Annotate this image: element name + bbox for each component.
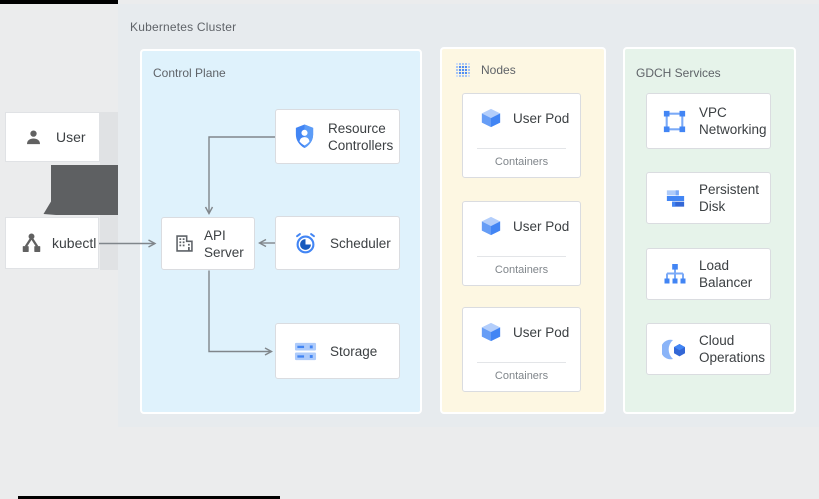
user-box: User <box>5 112 100 162</box>
user-pod-label: User Pod <box>513 110 570 126</box>
persistent-disk-label: Persistent Disk <box>699 182 760 214</box>
scheduler-label: Scheduler <box>330 235 391 251</box>
cloud-operations-label: Cloud Operations <box>699 333 766 365</box>
resource-controllers-label: Resource Controllers <box>328 120 394 153</box>
kubectl-label: kubectl <box>52 235 97 251</box>
pod-cube-icon <box>480 215 502 237</box>
cloud-operations-icon <box>662 337 688 362</box>
api-server-label: API Server <box>204 227 244 260</box>
storage-box: Storage <box>275 323 400 379</box>
clock-icon <box>293 231 318 256</box>
kubectl-topology-icon <box>21 231 42 255</box>
top-left-black-bar <box>0 0 118 4</box>
nodes-grid-icon <box>454 61 472 79</box>
resource-controllers-box: Resource Controllers <box>275 109 400 164</box>
containers-label: Containers <box>494 370 549 382</box>
persistent-disk-box: Persistent Disk <box>646 172 771 224</box>
pod-cube-icon <box>480 107 502 129</box>
user-pod-label: User Pod <box>513 218 570 234</box>
cloud-operations-box: Cloud Operations <box>646 323 771 375</box>
divider <box>477 148 566 149</box>
vpc-networking-box: VPC Networking <box>646 93 771 149</box>
divider <box>477 256 566 257</box>
vpc-networking-icon <box>662 109 687 134</box>
persistent-disk-icon <box>664 187 687 210</box>
kubernetes-cluster-label: Kubernetes Cluster <box>130 20 237 34</box>
building-icon <box>174 233 195 254</box>
load-balancer-icon <box>663 262 687 286</box>
shield-person-icon <box>293 123 316 150</box>
scheduler-box: Scheduler <box>275 216 400 270</box>
user-pod-label: User Pod <box>513 324 570 340</box>
person-icon <box>23 127 44 148</box>
api-server-box: API Server <box>161 217 255 270</box>
storage-icon <box>293 340 318 363</box>
user-pod-card: User Pod Containers <box>462 307 581 392</box>
load-balancer-label: Load Balancer <box>699 258 753 290</box>
control-plane-label: Control Plane <box>153 66 226 80</box>
divider <box>477 362 566 363</box>
load-balancer-box: Load Balancer <box>646 248 771 300</box>
containers-label: Containers <box>494 156 549 168</box>
kubectl-box: kubectl <box>5 217 99 269</box>
user-pod-card: User Pod Containers <box>462 201 581 286</box>
bottom-left-black-bar <box>18 496 280 499</box>
nodes-label: Nodes <box>481 63 516 77</box>
user-pod-card: User Pod Containers <box>462 93 581 178</box>
storage-label: Storage <box>330 343 378 359</box>
vpc-networking-label: VPC Networking <box>699 105 767 137</box>
user-label: User <box>56 129 86 145</box>
containers-label: Containers <box>494 264 549 276</box>
pod-cube-icon <box>480 321 502 343</box>
external-shadow-strip <box>100 112 118 270</box>
gdch-services-label: GDCH Services <box>636 66 721 80</box>
